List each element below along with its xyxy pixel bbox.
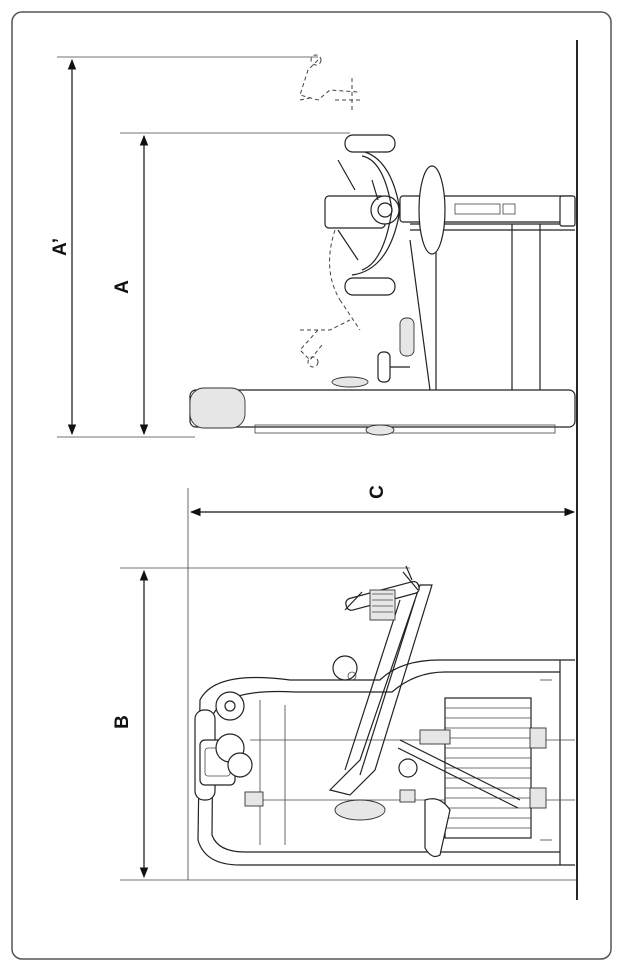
dimension-c: C (187, 485, 576, 880)
label-b: B (112, 715, 133, 729)
label-c: C (367, 485, 388, 499)
page-border (11, 11, 612, 960)
dimension-a-prime: A’ (50, 56, 318, 438)
machine-top-view-icon (194, 565, 575, 866)
dimension-a: A (112, 132, 350, 436)
dimension-b: B (112, 567, 577, 881)
machine-side-view-icon (189, 54, 576, 436)
label-a: A (112, 280, 133, 294)
label-a-prime: A’ (50, 238, 71, 256)
